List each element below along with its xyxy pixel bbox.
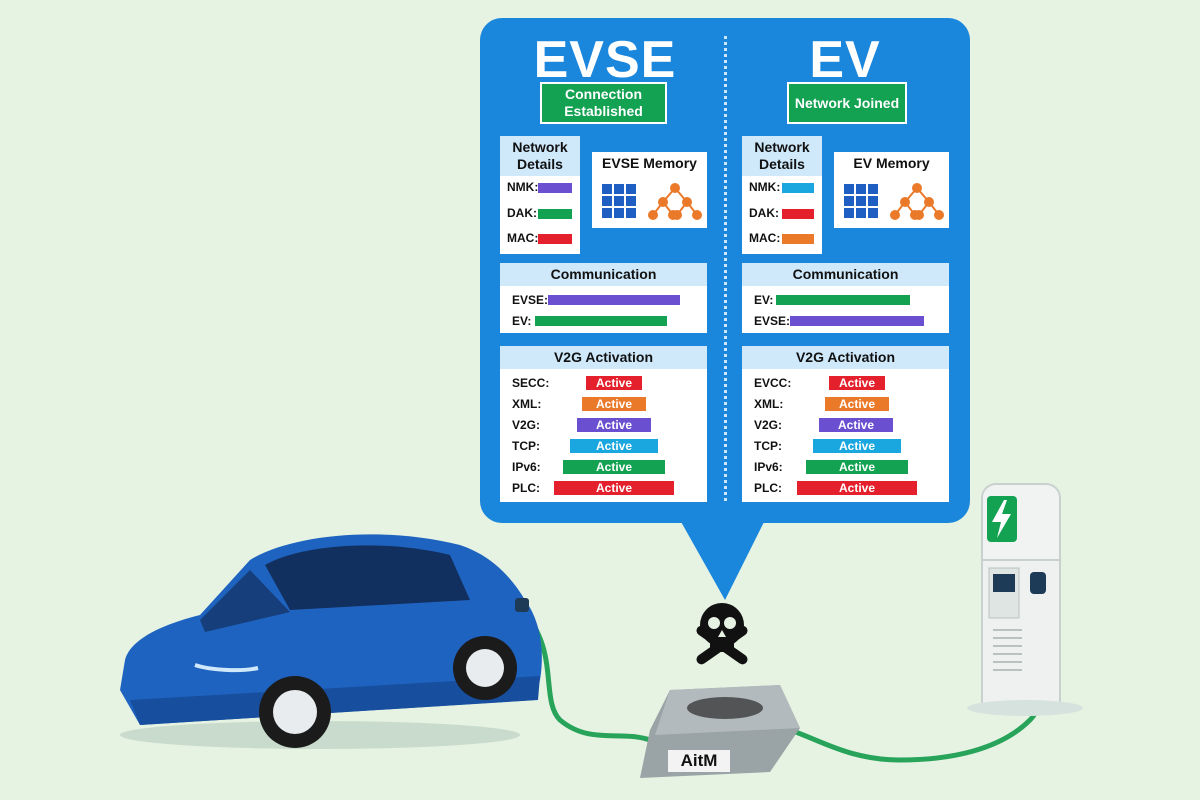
ev-mac-label: MAC: bbox=[749, 231, 781, 245]
evse-plc-label: PLC: bbox=[512, 481, 540, 495]
evse-v2g-status: Active bbox=[577, 418, 651, 432]
lightning-bolt-icon bbox=[992, 500, 1011, 538]
ev-comm-ev-label: EV: bbox=[754, 293, 774, 307]
car-cable bbox=[520, 608, 651, 743]
aitm-device bbox=[640, 685, 800, 778]
ev-v2g-status: Active bbox=[819, 418, 893, 432]
ev-communication: Communication EV: EVSE: bbox=[742, 263, 949, 333]
ev-title: EV bbox=[809, 31, 881, 89]
ev-plc-label: PLC: bbox=[754, 481, 782, 495]
evse-xml-label: XML: bbox=[512, 397, 542, 411]
ev-memory: EV Memory bbox=[834, 152, 949, 228]
evse-v2g-activation: V2G Activation SECC: Active XML: Active … bbox=[500, 346, 707, 502]
ev-dak-bar bbox=[782, 209, 814, 219]
ev-dak-label: DAK: bbox=[749, 206, 779, 220]
ev-ipv6-status: Active bbox=[806, 460, 908, 474]
tree-graph-icon bbox=[890, 183, 944, 220]
evse-memory-title: EVSE Memory bbox=[592, 152, 707, 175]
evse-nmk-bar bbox=[538, 183, 572, 193]
evse-v2g-title: V2G Activation bbox=[500, 346, 707, 369]
evse-dak-bar bbox=[538, 209, 572, 219]
ev-v2g-label: V2G: bbox=[754, 418, 783, 432]
ev-ipv6-label: IPv6: bbox=[754, 460, 783, 474]
evse-network-title: Network Details bbox=[500, 136, 580, 176]
electric-car bbox=[120, 534, 542, 749]
evse-xml-status: Active bbox=[582, 397, 646, 411]
evse-network-details: Network Details NMK: DAK: MAC: bbox=[500, 136, 580, 254]
aitm-label: AitM bbox=[680, 751, 718, 770]
ev-xml-status: Active bbox=[825, 397, 889, 411]
evse-ipv6-status: Active bbox=[563, 460, 665, 474]
ev-plc-status: Active bbox=[797, 481, 917, 495]
ev-comm-evse-label: EVSE: bbox=[754, 314, 791, 328]
ev-comm-title: Communication bbox=[742, 263, 949, 286]
ev-network-details: Network Details NMK: DAK: MAC: bbox=[742, 136, 822, 254]
ev-v2g-title: V2G Activation bbox=[742, 346, 949, 369]
evse-tcp-status: Active bbox=[570, 439, 658, 453]
ev-status-badge: Network Joined bbox=[787, 82, 907, 124]
ev-nmk-bar bbox=[782, 183, 814, 193]
ev-tcp-label: TCP: bbox=[754, 439, 782, 453]
evse-ipv6-label: IPv6: bbox=[512, 460, 541, 474]
ev-comm-ev-bar bbox=[776, 295, 910, 305]
side-divider bbox=[724, 36, 727, 501]
ev-memory-title: EV Memory bbox=[834, 152, 949, 175]
evse-plc-status: Active bbox=[554, 481, 674, 495]
evse-v2g-label: V2G: bbox=[512, 418, 541, 432]
ev-nmk-label: NMK: bbox=[749, 180, 781, 194]
ev-evcc-label: EVCC: bbox=[754, 376, 792, 390]
evse-nmk-label: NMK: bbox=[507, 180, 539, 194]
ev-tcp-status: Active bbox=[813, 439, 901, 453]
charging-station bbox=[967, 483, 1083, 716]
ev-v2g-activation: V2G Activation EVCC: Active XML: Active … bbox=[742, 346, 949, 502]
skull-crossbones-icon bbox=[696, 603, 748, 665]
evse-status-badge: Connection Established bbox=[540, 82, 667, 124]
evse-comm-evse-bar bbox=[548, 295, 680, 305]
memory-grid-icon bbox=[844, 184, 878, 218]
evse-memory: EVSE Memory bbox=[592, 152, 707, 228]
evse-secc-status: Active bbox=[586, 376, 642, 390]
ev-network-title: Network Details bbox=[742, 136, 822, 176]
evse-dak-label: DAK: bbox=[507, 206, 537, 220]
ev-mac-bar bbox=[782, 234, 814, 244]
evse-comm-title: Communication bbox=[500, 263, 707, 286]
evse-mac-label: MAC: bbox=[507, 231, 539, 245]
memory-grid-icon bbox=[602, 184, 636, 218]
evse-comm-evse-label: EVSE: bbox=[512, 293, 549, 307]
evse-comm-ev-bar bbox=[535, 316, 667, 326]
tree-graph-icon bbox=[648, 183, 702, 220]
evse-mac-bar bbox=[538, 234, 572, 244]
ev-comm-evse-bar bbox=[790, 316, 924, 326]
evse-comm-ev-label: EV: bbox=[512, 314, 532, 328]
bubble-tail bbox=[680, 520, 765, 600]
evse-title: EVSE bbox=[533, 31, 677, 89]
ev-evcc-status: Active bbox=[829, 376, 885, 390]
evse-tcp-label: TCP: bbox=[512, 439, 540, 453]
ev-xml-label: XML: bbox=[754, 397, 784, 411]
evse-communication: Communication EVSE: EV: bbox=[500, 263, 707, 333]
evse-secc-label: SECC: bbox=[512, 376, 550, 390]
